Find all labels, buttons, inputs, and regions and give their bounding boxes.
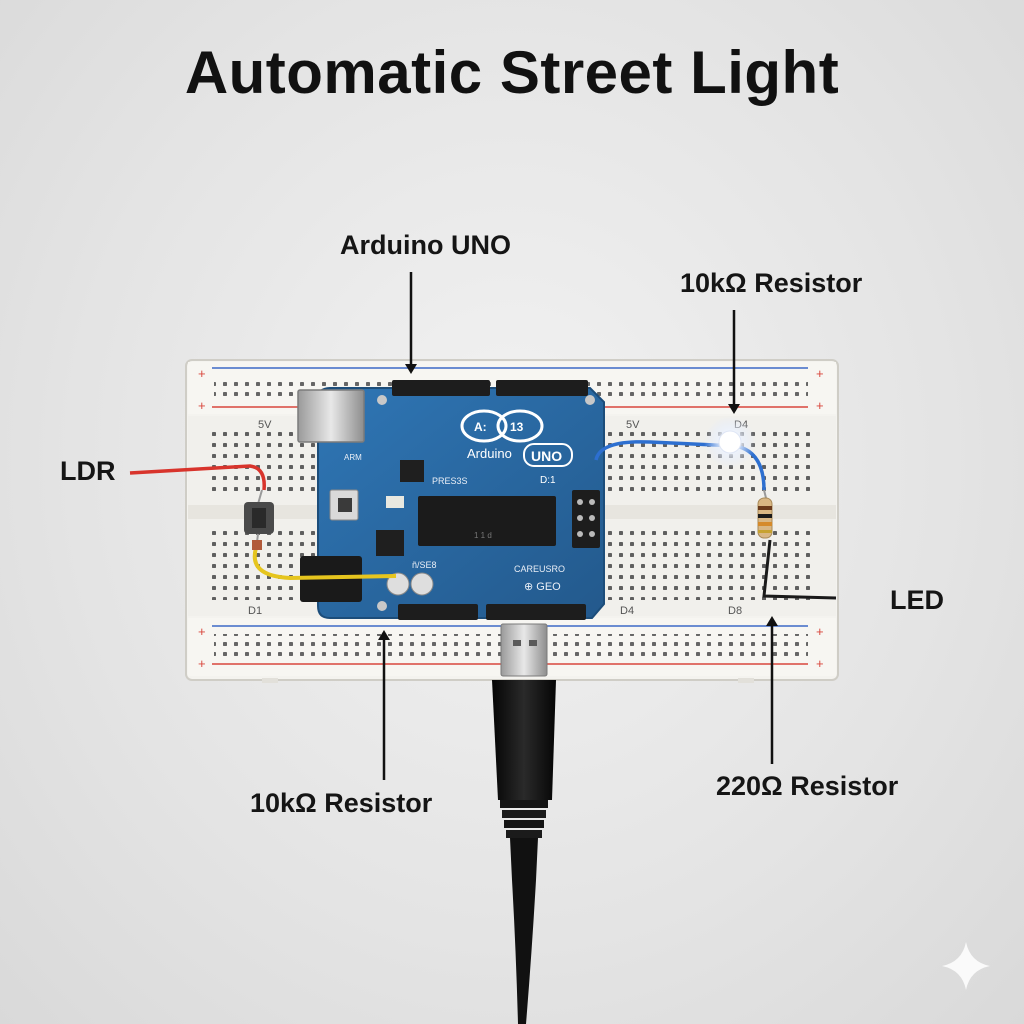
page-title: Automatic Street Light <box>184 39 840 106</box>
resistor-right <box>757 489 773 539</box>
svg-text:+: + <box>816 398 824 413</box>
label-resistor-220: 220Ω Resistor <box>716 771 899 801</box>
wire-blue <box>594 440 766 491</box>
label-ldr: LDR <box>60 456 116 486</box>
wire-red <box>129 464 266 491</box>
pointer-lines <box>378 272 778 780</box>
header-bottom-right <box>486 604 586 620</box>
logo-left-text: A: <box>474 420 487 434</box>
led-bulb <box>704 416 756 468</box>
row-label-d1: D1 <box>248 605 262 617</box>
svg-text:+: + <box>816 624 824 639</box>
label-led: LED <box>890 585 944 615</box>
capacitor <box>386 572 410 596</box>
wire-black-led <box>762 539 837 600</box>
row-label-d8: D8 <box>728 605 742 617</box>
atmega-chip <box>418 496 556 546</box>
board-bottom-text-b: CAREUSRO <box>514 564 565 574</box>
board-tag-text: D:1 <box>540 475 556 486</box>
wire-yellow <box>252 547 397 581</box>
icsp-header <box>572 490 600 548</box>
svg-text:+: + <box>198 656 206 671</box>
board-bottom-text-a: ñ/SE8 <box>412 560 437 570</box>
sparkle-icon <box>942 942 990 990</box>
board-arm-text: ARM <box>344 453 362 462</box>
label-arduino-uno: Arduino UNO <box>340 230 511 260</box>
header-bottom-left <box>398 604 478 620</box>
label-resistor-10k-top: 10kΩ Resistor <box>680 268 863 298</box>
svg-text:1 1 d: 1 1 d <box>474 531 492 540</box>
arduino-logo: A: 13 <box>460 409 544 443</box>
logo-right-text: 13 <box>510 420 524 434</box>
svg-text:+: + <box>198 398 206 413</box>
svg-text:+: + <box>198 624 206 639</box>
arduino-board: 1 1 d A: 13 Arduino UNO D:1 PRES3S ñ/SE8… <box>297 380 605 620</box>
usb-cable <box>492 623 556 1024</box>
board-model-text: UNO <box>531 448 562 464</box>
ldr-component <box>244 489 274 551</box>
row-label-d4: D4 <box>620 605 634 617</box>
header-top-right <box>496 380 588 396</box>
svg-text:+: + <box>198 366 206 381</box>
rail-5v-right-label: 5V <box>626 419 640 431</box>
board-chip-text: PRES3S <box>432 476 468 486</box>
small-chip <box>400 460 424 482</box>
board-bottom-text-c: ⊕ GEO <box>524 581 561 593</box>
svg-text:+: + <box>816 366 824 381</box>
svg-text:+: + <box>816 656 824 671</box>
label-resistor-10k-bottom: 10kΩ Resistor <box>250 788 433 818</box>
usb-b-port <box>297 389 365 443</box>
board-brand-text: Arduino <box>467 446 512 461</box>
header-top-left <box>392 380 490 396</box>
rail-5v-left-label: 5V <box>258 419 272 431</box>
